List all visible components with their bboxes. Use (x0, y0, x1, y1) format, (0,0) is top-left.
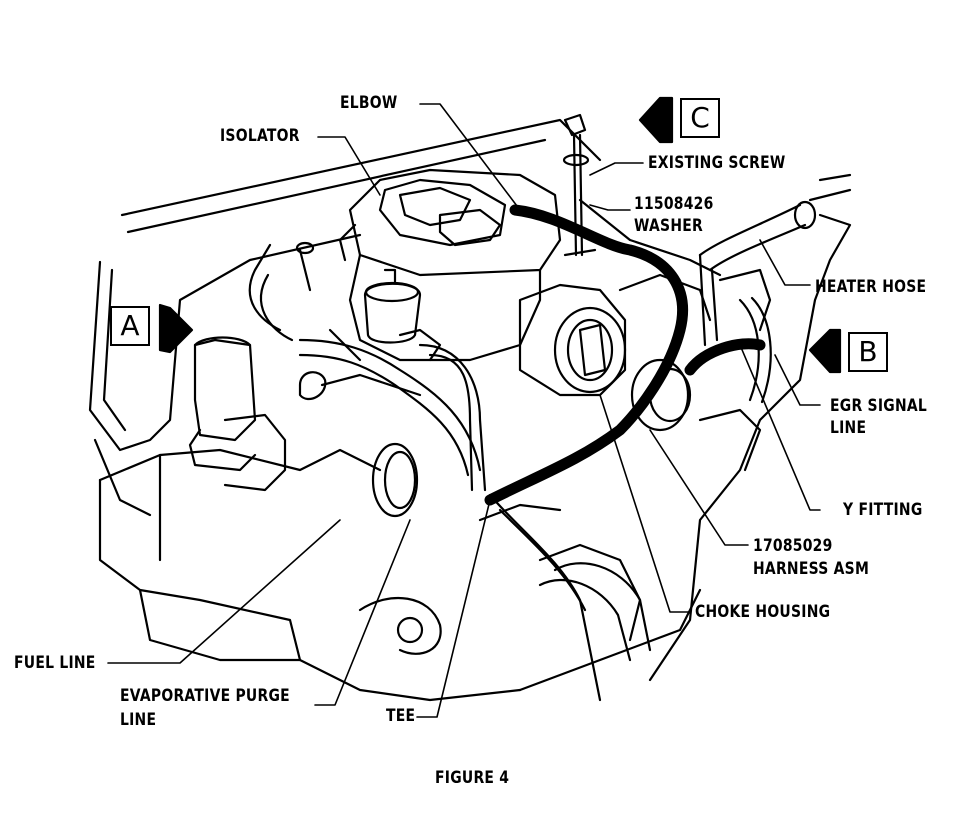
intake-manifold (98, 448, 702, 702)
label-isolator: ISOLATOR (220, 126, 300, 146)
leader-lines (107, 103, 821, 718)
arrow-a-icon (158, 303, 194, 354)
egr-signal-line (738, 296, 772, 404)
label-y-fitting: Y FITTING (843, 500, 923, 520)
throttle-body (338, 168, 562, 362)
valve-cover-outline (88, 118, 852, 682)
label-tee: TEE (386, 706, 416, 726)
label-harness-asm: HARNESS ASM (753, 559, 870, 579)
view-marker-a: A (110, 306, 150, 346)
harness-asm (484, 204, 766, 506)
left-fittings (188, 328, 442, 518)
label-existing-screw: EXISTING SCREW (648, 153, 786, 173)
label-elbow: ELBOW (340, 93, 398, 113)
view-marker-c: C (680, 98, 720, 138)
label-washer: WASHER (634, 216, 703, 236)
label-harness-part-number: 17085029 (753, 536, 833, 556)
view-marker-b: B (848, 332, 888, 372)
label-evaporative-purge-line: LINE (120, 710, 157, 730)
heater-hose (698, 173, 852, 347)
arrow-c-icon (638, 96, 674, 144)
arrow-b-icon (808, 328, 842, 374)
label-heater-hose: HEATER HOSE (815, 277, 927, 297)
label-egr-line: LINE (830, 418, 867, 438)
choke-assembly (518, 268, 772, 472)
label-egr-signal: EGR SIGNAL (830, 396, 928, 416)
figure-caption: FIGURE 4 (435, 768, 510, 788)
label-choke-housing: CHOKE HOUSING (695, 602, 831, 622)
label-washer-part-number: 11508426 (634, 194, 714, 214)
label-fuel-line: FUEL LINE (14, 653, 96, 673)
view-arrows (158, 96, 842, 374)
fuel-lines (248, 241, 652, 702)
label-evaporative-purge: EVAPORATIVE PURGE (120, 686, 290, 706)
